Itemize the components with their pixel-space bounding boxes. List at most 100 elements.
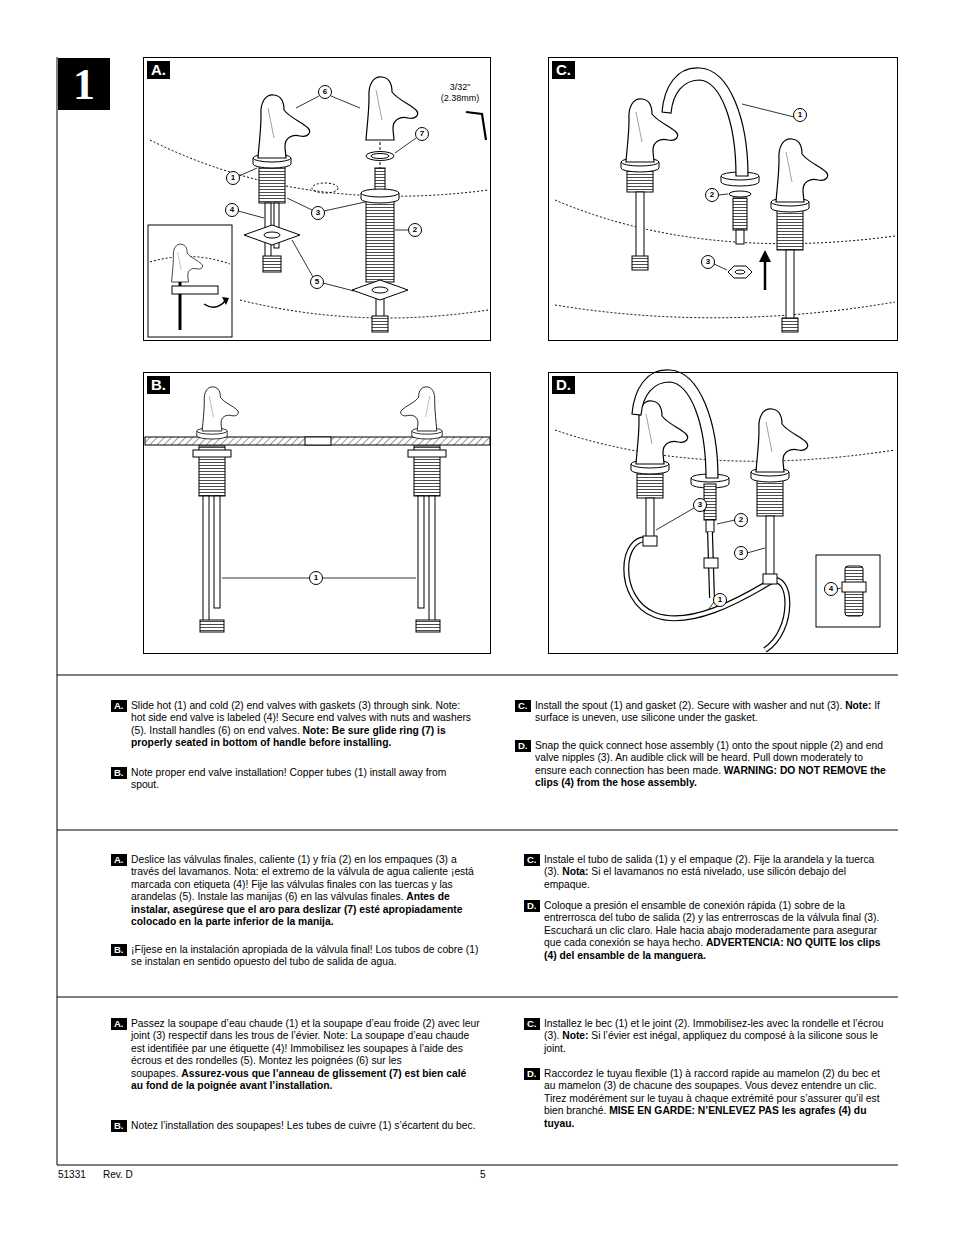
instruction-text: Si l’évier est inégal, appliquez du comp… bbox=[544, 1030, 878, 1053]
callout-circle bbox=[310, 572, 323, 585]
panel-c-art bbox=[764, 260, 767, 290]
panel-letter: A. bbox=[147, 61, 170, 79]
panel-b-art bbox=[202, 387, 238, 431]
panel-a-art bbox=[366, 77, 418, 140]
instruction-text: Slide hot (1) and cold (2) end valves wi… bbox=[131, 700, 476, 750]
callout-circle bbox=[319, 86, 332, 99]
page-frame bbox=[57, 675, 898, 676]
callout-circle bbox=[312, 207, 325, 220]
figure-panel: C. bbox=[548, 57, 898, 341]
page-frame bbox=[57, 57, 58, 1165]
panel-c-art bbox=[742, 104, 794, 117]
panel-d-art bbox=[747, 548, 765, 553]
panel-b-art bbox=[193, 450, 231, 457]
figure-panel: A. bbox=[143, 57, 491, 341]
instruction-item: B.¡Fíjese en la instalación apropiada de… bbox=[111, 944, 481, 969]
figure-panel: D. bbox=[548, 372, 898, 654]
panel-a-art bbox=[395, 230, 409, 231]
instruction-text: Installez le bec (1) et le joint (2). Im… bbox=[544, 1018, 892, 1055]
step-letter-tag: A. bbox=[111, 854, 127, 866]
instruction-item: D.Coloque a presión el ensamble de conex… bbox=[524, 900, 892, 962]
panel-c-art bbox=[776, 139, 828, 202]
panel-b-art bbox=[200, 620, 224, 632]
warning-text: Assurez-vous que l’anneau de glissement … bbox=[131, 1068, 466, 1091]
callout-number: 1 bbox=[309, 571, 323, 585]
panel-a-art bbox=[172, 286, 218, 294]
panel-a-art bbox=[395, 138, 416, 153]
panel-c-art bbox=[636, 192, 644, 258]
instruction-item: B.Note proper end valve installation! Co… bbox=[111, 767, 476, 792]
panel-a-art bbox=[466, 112, 486, 140]
callout-number: 6 bbox=[318, 85, 332, 99]
panel-a-art bbox=[222, 297, 229, 305]
callout-number: 2 bbox=[408, 223, 422, 237]
panel-d-art bbox=[816, 555, 880, 627]
callout-number: 1 bbox=[713, 593, 727, 607]
instruction-item: A. Slide hot (1) and cold (2) end valves … bbox=[111, 700, 476, 750]
panel-d-art bbox=[717, 520, 735, 524]
step-letter-tag: D. bbox=[524, 900, 540, 912]
panel-c-art bbox=[777, 206, 803, 250]
panel-letter: C. bbox=[552, 61, 575, 79]
panel-a-art bbox=[375, 168, 385, 192]
instruction-text: Notez l’installation des soupapes! Les t… bbox=[131, 1120, 481, 1132]
step-number: 1 bbox=[73, 59, 95, 110]
panel-b-art bbox=[214, 496, 220, 608]
instruction-text: Snap the quick connect hose assembly (1)… bbox=[535, 740, 893, 790]
panel-a-art bbox=[244, 225, 300, 245]
page-frame bbox=[57, 997, 898, 998]
panel-a-art bbox=[148, 77, 488, 337]
callout-number: 3 bbox=[701, 255, 715, 269]
panel-b-art bbox=[408, 450, 446, 457]
panel-a-art bbox=[204, 300, 226, 307]
panel-d-art bbox=[646, 498, 654, 538]
instruction-item: A.Deslice las válvulas finales, caliente… bbox=[111, 854, 481, 928]
step-letter-tag: A. bbox=[111, 700, 127, 712]
panel-a-art bbox=[258, 95, 310, 158]
panel-a-art bbox=[172, 244, 203, 282]
panel-c-art bbox=[714, 264, 727, 270]
panel-a-art bbox=[371, 154, 389, 159]
instruction-text: ¡Fíjese en la instalación apropiada de l… bbox=[131, 944, 481, 969]
step-letter-tag: C. bbox=[524, 1018, 540, 1030]
instruction-item: D.Snap the quick connect hose assembly (… bbox=[515, 740, 893, 790]
callout-circle bbox=[226, 204, 239, 217]
instruction-text: Install the spout (1) and gasket (2). Se… bbox=[535, 700, 893, 725]
panel-a-art bbox=[366, 152, 394, 161]
callout-number: 4 bbox=[824, 582, 838, 596]
callout-number: 7 bbox=[415, 127, 429, 141]
dimension-label: 3/32" (2.38mm) bbox=[436, 82, 484, 104]
instruction-text: Note proper end valve installation! Copp… bbox=[131, 767, 476, 792]
instruction-text: Instale el tubo de salida (1) y el empaq… bbox=[544, 854, 892, 891]
callout-number: 3 bbox=[734, 546, 748, 560]
instruction-item: B.Notez l’installation des soupapes! Les… bbox=[111, 1120, 481, 1132]
panel-b-art bbox=[401, 387, 437, 431]
panel-d-art bbox=[643, 536, 657, 546]
panel-c-art bbox=[632, 256, 648, 270]
panel-b-art bbox=[418, 496, 424, 608]
panel-b-art bbox=[323, 578, 416, 579]
panel-b-art bbox=[401, 387, 437, 431]
panel-b-art bbox=[429, 496, 435, 622]
panel-b-art bbox=[203, 496, 209, 622]
instruction-item: C. Installez le bec (1) et le joint (2). … bbox=[524, 1018, 892, 1055]
instruction-text: Notez l’installation des soupapes! Les t… bbox=[131, 1120, 476, 1131]
panel-d-art bbox=[756, 409, 808, 472]
callout-number: 1 bbox=[793, 108, 807, 122]
panel-c-art bbox=[555, 302, 895, 318]
panel-a-art bbox=[263, 256, 281, 272]
callout-number: 5 bbox=[310, 275, 324, 289]
panel-c-art bbox=[555, 200, 895, 244]
panel-a-art bbox=[312, 183, 338, 193]
panel-b-art bbox=[305, 437, 331, 445]
panel-c-art bbox=[733, 198, 747, 230]
panel-a-art bbox=[361, 189, 399, 203]
panel-c-art bbox=[786, 250, 794, 320]
panel-d-art bbox=[763, 574, 777, 584]
panel-a-art bbox=[240, 300, 488, 318]
callout-circle bbox=[825, 583, 838, 596]
panel-a-art bbox=[172, 244, 203, 282]
panel-c-art bbox=[782, 318, 798, 332]
step-letter-tag: A. bbox=[111, 1018, 127, 1030]
instruction-item: A.Passez la soupape d’eau chaude (1) et … bbox=[111, 1018, 481, 1092]
